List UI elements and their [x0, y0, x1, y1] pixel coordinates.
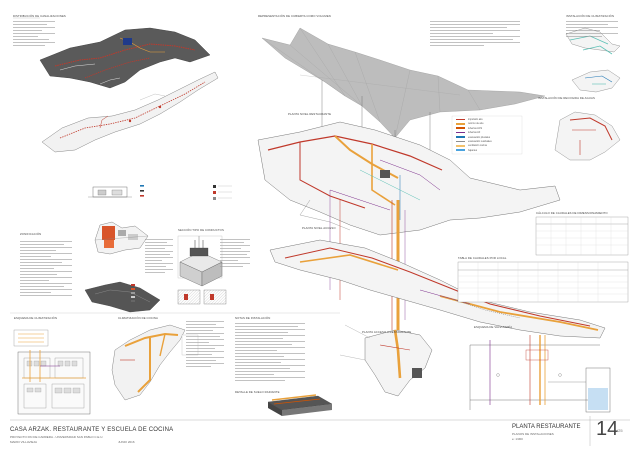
section-axonometric	[177, 235, 223, 287]
paragraph-right-top	[566, 20, 618, 38]
legend-swatch	[456, 127, 465, 129]
legend-swatch	[456, 140, 465, 143]
small-table	[535, 216, 629, 256]
sheet-number: 14	[596, 418, 619, 440]
legend-label: evacuación residuales	[468, 139, 492, 143]
legend-label: tuberías AF	[468, 131, 481, 135]
header-esquema: ESQUEMA DE CLIMATIZACIÓN	[14, 316, 58, 320]
header-canalizaciones: DISTRIBUCIÓN DE CANALIZACIONES	[13, 14, 66, 18]
legend-swatch	[456, 131, 465, 134]
header-seccion: SECCIÓN TIPO DE CONDUCTOS	[178, 228, 224, 232]
legend-item: bajantes	[456, 149, 492, 153]
legend-label: ventilación cocina	[468, 144, 487, 148]
header-planta-acceso-restaurante: PLANTA ACCESO A RESTAURANTE	[362, 330, 412, 334]
legend-label: impulsión aire	[468, 118, 483, 121]
legend-item: tuberías ACS	[456, 127, 492, 131]
legend-item: evacuación residuales	[456, 140, 492, 144]
header-suelo-radiante: DETALLE DE SUELO RADIANTE	[235, 390, 280, 394]
header-climatizacion: INSTALACIÓN DE CLIMATIZACIÓN	[566, 14, 615, 18]
header-notas: NOTAS DE INSTALACIÓN	[235, 316, 271, 320]
kitchen-plan	[13, 329, 91, 415]
legend-item: tuberías AF	[456, 131, 492, 135]
mini-sections	[177, 289, 227, 305]
plan-dark-top-left	[39, 27, 211, 89]
legend-swatch	[456, 122, 465, 125]
paragraph-zones	[20, 240, 72, 297]
project-date: JUNIO 2016	[118, 440, 135, 444]
legend-swatch	[456, 136, 465, 138]
zone-legend	[131, 284, 135, 302]
zone-plan-colored	[94, 221, 149, 255]
header-cubierta: REPRESENTACIÓN DE CUBIERTA COMO VOLUMEN	[258, 14, 331, 18]
header-cocina: CLIMATIZACIÓN DE COCINA	[118, 316, 159, 320]
plan-outline-mid-left	[41, 71, 219, 153]
right-mid-plan-1	[571, 69, 621, 93]
lower-level-plan	[269, 239, 606, 339]
valve-schematic	[469, 335, 611, 413]
legend-item: impulsión aire	[456, 118, 492, 122]
legend-swatch	[456, 118, 465, 121]
paragraph-climatizacion	[430, 20, 520, 47]
legend-label: bajantes	[468, 148, 478, 152]
paragraph-section-left	[145, 238, 173, 274]
header-planta-nivel: PLANTA NIVEL RESTAURANTE	[288, 112, 332, 116]
floor-heating-detail	[267, 394, 333, 416]
center-legend-box	[451, 115, 523, 155]
header-aguas: INSTALACIÓN DE RECOGIDA DE AGUAS	[538, 96, 595, 100]
project-title: CASA ARZAK. RESTAURANTE Y ESCUELA DE COC…	[10, 427, 174, 433]
large-table	[457, 261, 629, 303]
legend-swatch	[456, 144, 465, 147]
header-tabla-grande: TABLA DE CAUDALES POR LOCAL	[458, 256, 507, 260]
paragraph-notes	[235, 322, 305, 382]
project-subtitle: PROYECTO FIN DE CARRERA - UNIVERSIDAD SA…	[10, 435, 104, 439]
header-zonificacion: ZONIFICACIÓN	[20, 232, 42, 236]
paragraph-top-left	[13, 20, 55, 47]
sheet-total: /25	[617, 428, 623, 433]
left-legend-boxes	[213, 185, 232, 200]
legend-item: evacuación pluviales	[456, 136, 492, 140]
right-mid-plan-2	[554, 111, 621, 161]
legend-swatch	[456, 149, 465, 151]
legend-item: ventilación cocina	[456, 144, 492, 148]
legend-label: retorno de aire	[468, 122, 484, 126]
legend-label: tuberías ACS	[468, 126, 483, 130]
paragraph-ventilation	[186, 320, 224, 368]
legend-item: retorno de aire	[456, 122, 492, 126]
header-tabla-pequena: CÁLCULO DE CAUDALES DE DIMENSIONAMIENTO	[536, 211, 608, 215]
sheet-title: PLANTA RESTAURANTE	[512, 424, 581, 430]
zone-plan-dark	[84, 281, 161, 313]
roof-volume	[261, 27, 546, 139]
small-elevation	[88, 185, 144, 198]
sheet-scale: e: 1/300	[512, 437, 523, 441]
project-author: MARIO VILLAVIEJA	[10, 440, 37, 444]
header-planta-acceso: PLANTA NIVEL ACCESO	[302, 226, 336, 230]
paragraph-section	[220, 238, 250, 268]
access-level-plan	[339, 324, 433, 397]
header-valvuleria: ESQUEMA DE VALVULERÍA	[474, 325, 513, 329]
sheet-subtitle: PLANOS DE INSTALACIONES	[512, 432, 554, 436]
main-axonometric-plan	[257, 121, 561, 236]
legend-label: evacuación pluviales	[468, 135, 491, 139]
